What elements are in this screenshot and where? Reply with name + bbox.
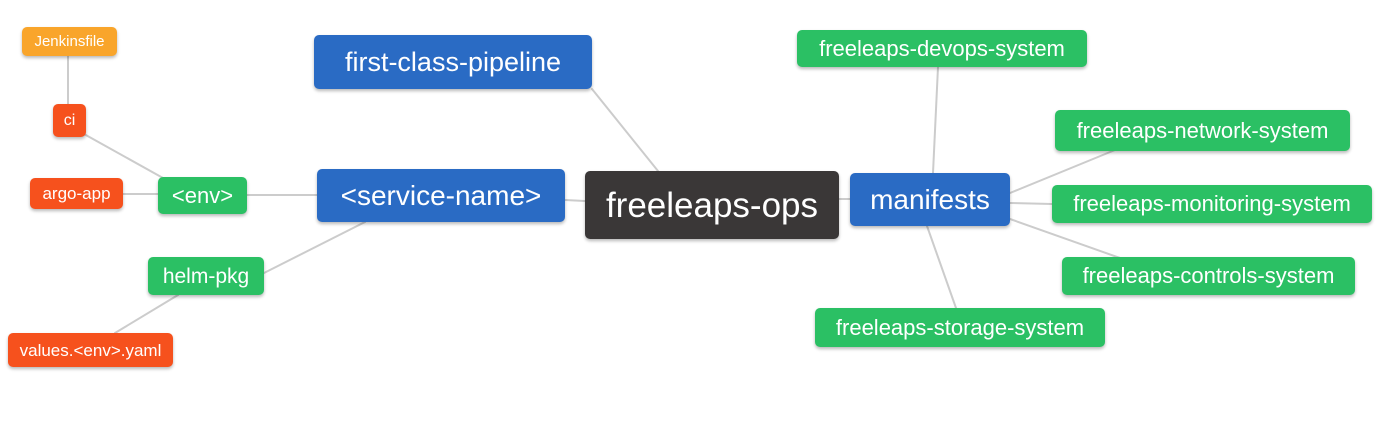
manifests-node[interactable]: manifests <box>850 173 1010 226</box>
freeleaps-controls-system-node[interactable]: freeleaps-controls-system <box>1062 257 1355 295</box>
edge-service-name-to-freeleaps-ops <box>564 199 586 202</box>
freeleaps-storage-system-node[interactable]: freeleaps-storage-system <box>815 308 1105 347</box>
edge-values-env-yaml-to-helm-pkg <box>114 294 179 334</box>
edge-helm-pkg-to-service-name <box>263 221 366 274</box>
helm-pkg-node[interactable]: helm-pkg <box>148 257 264 295</box>
edge-manifests-to-freeleaps-network-system <box>1009 149 1116 194</box>
edge-first-class-pipeline-to-freeleaps-ops <box>591 88 659 172</box>
edge-manifests-to-freeleaps-devops-system <box>932 66 939 174</box>
jenkinsfile-node[interactable]: Jenkinsfile <box>22 27 117 56</box>
freeleaps-devops-system-node[interactable]: freeleaps-devops-system <box>797 30 1087 67</box>
freeleaps-monitoring-system-node[interactable]: freeleaps-monitoring-system <box>1052 185 1372 223</box>
env-node[interactable]: <env> <box>158 177 247 214</box>
edge-manifests-to-freeleaps-storage-system <box>926 225 957 309</box>
argo-app-node[interactable]: argo-app <box>30 178 123 209</box>
edge-manifests-to-freeleaps-monitoring-system <box>1009 202 1053 205</box>
service-name-node[interactable]: <service-name> <box>317 169 565 222</box>
edge-manifests-to-freeleaps-controls-system <box>1009 218 1121 259</box>
first-class-pipeline-node[interactable]: first-class-pipeline <box>314 35 592 89</box>
freeleaps-ops-node[interactable]: freeleaps-ops <box>585 171 839 239</box>
values-env-yaml-node[interactable]: values.<env>.yaml <box>8 333 173 367</box>
freeleaps-network-system-node[interactable]: freeleaps-network-system <box>1055 110 1350 151</box>
ci-node[interactable]: ci <box>53 104 86 137</box>
edge-ci-to-env <box>83 133 164 179</box>
